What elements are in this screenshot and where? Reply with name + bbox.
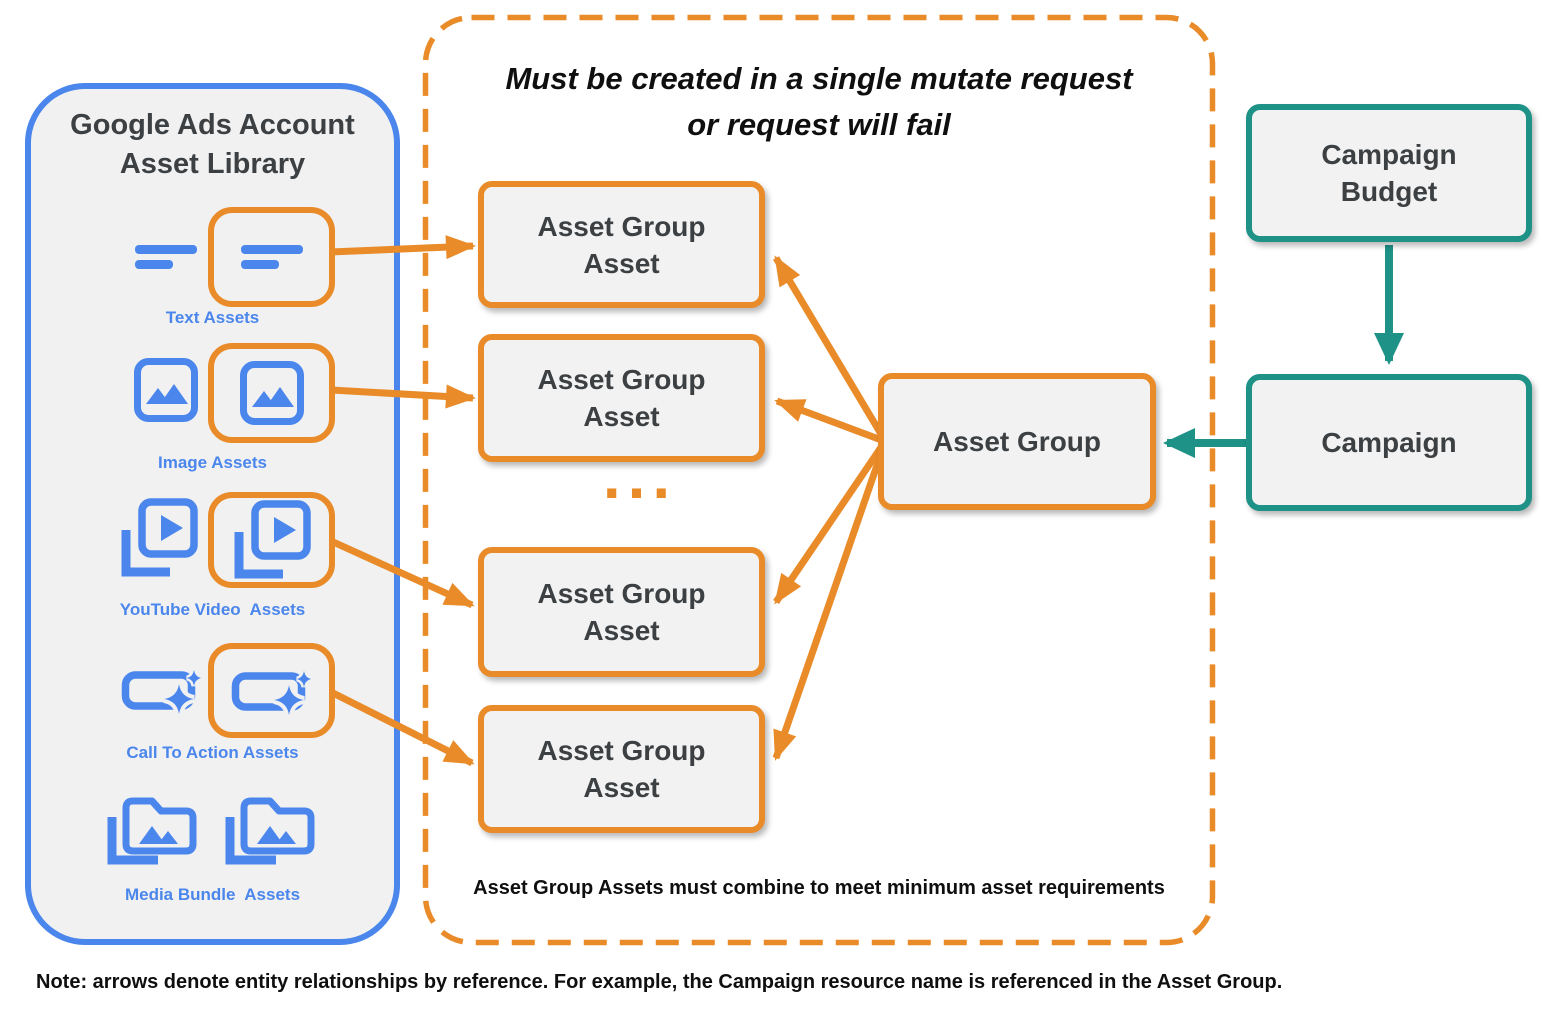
- text-asset-highlight-ring: [208, 207, 335, 307]
- arrow-cta-asset-to-asset-group-asset-4: [329, 688, 475, 767]
- asset-group-asset-box-1: Asset Group Asset: [478, 181, 765, 308]
- asset-group-asset-label-line1: Asset Group: [537, 210, 706, 242]
- text-asset-icon: [240, 245, 303, 269]
- arrow-image-asset-to-asset-group-asset-2: [330, 384, 476, 409]
- youtube-video-asset-icon: [234, 500, 311, 579]
- campaign-budget-label-line1: Campaign: [1321, 139, 1457, 170]
- asset-library-title: Google Ads Account Asset Library: [25, 106, 400, 184]
- asset-group-asset-label-line1: Asset Group: [537, 735, 706, 766]
- media-bundle-assets-label: Media Bundle Assets: [124, 885, 301, 904]
- image-asset-icon: [239, 361, 304, 425]
- mutate-request-title: Must be created in a single mutate reque…: [423, 56, 1215, 148]
- mutate-request-title-line2: or request will fail: [687, 107, 951, 142]
- asset-group-asset-label-line2: Asset: [583, 615, 660, 646]
- image-asset-icon: [134, 358, 198, 422]
- note-text: Note: arrows denote entity relationships…: [36, 971, 1283, 993]
- campaign-budget-label-line2: Budget: [1340, 176, 1438, 207]
- asset-group-asset-box-2: Asset Group Asset: [478, 334, 765, 462]
- asset-group-asset-label-line2: Asset: [583, 247, 660, 279]
- asset-group-asset-box-3: Asset Group Asset: [478, 547, 765, 677]
- asset-library-title-line1: Google Ads Account: [70, 109, 355, 141]
- media-bundle-asset-icon: [106, 789, 198, 867]
- image-assets-label: Image Assets: [158, 453, 267, 472]
- asset-group-box: Asset Group: [878, 373, 1156, 510]
- asset-group-asset-label-line1: Asset Group: [537, 364, 706, 395]
- campaign-box: Campaign: [1246, 374, 1532, 511]
- arrow-text-asset-to-asset-group-asset-1: [329, 235, 476, 260]
- arrow-asset-group-to-asset-group-asset-2: [774, 397, 886, 445]
- mutate-request-title-line1: Must be created in a single mutate reque…: [505, 61, 1133, 96]
- media-bundle-asset-icon: [224, 789, 316, 867]
- call-to-action-asset-icon: [121, 666, 202, 715]
- call-to-action-asset-icon: [231, 669, 312, 716]
- arrow-asset-group-to-asset-group-asset-4: [772, 443, 888, 761]
- mutate-footnote: Asset Group Assets must combine to meet …: [473, 877, 1165, 899]
- campaign-label: Campaign: [1321, 427, 1457, 458]
- youtube-video-asset-highlight-ring: [208, 492, 335, 588]
- campaign-budget-box: Campaign Budget: [1246, 104, 1532, 242]
- asset-group-asset-label-line2: Asset: [583, 772, 660, 803]
- asset-group-asset-label-line2: Asset: [583, 401, 660, 432]
- asset-group-asset-label-line1: Asset Group: [537, 578, 706, 609]
- asset-group-asset-box-4: Asset Group Asset: [478, 705, 765, 833]
- asset-group-label: Asset Group: [932, 426, 1102, 457]
- arrow-asset-group-to-asset-group-asset-3: [773, 441, 887, 605]
- image-asset-highlight-ring: [208, 343, 335, 443]
- youtube-video-assets-label: YouTube Video Assets: [119, 600, 306, 619]
- call-to-action-assets-label: Call To Action Assets: [126, 743, 299, 762]
- youtube-video-asset-icon: [120, 498, 198, 578]
- text-asset-icon: [135, 245, 197, 269]
- asset-library-title-line2: Asset Library: [119, 148, 306, 180]
- call-to-action-asset-highlight-ring: [208, 643, 335, 738]
- more-asset-group-assets-ellipsis: ...: [602, 440, 678, 512]
- arrow-asset-group-to-asset-group-asset-1: [772, 255, 888, 441]
- arrow-youtube-asset-to-asset-group-asset-3: [329, 537, 475, 609]
- text-assets-label: Text Assets: [165, 308, 260, 327]
